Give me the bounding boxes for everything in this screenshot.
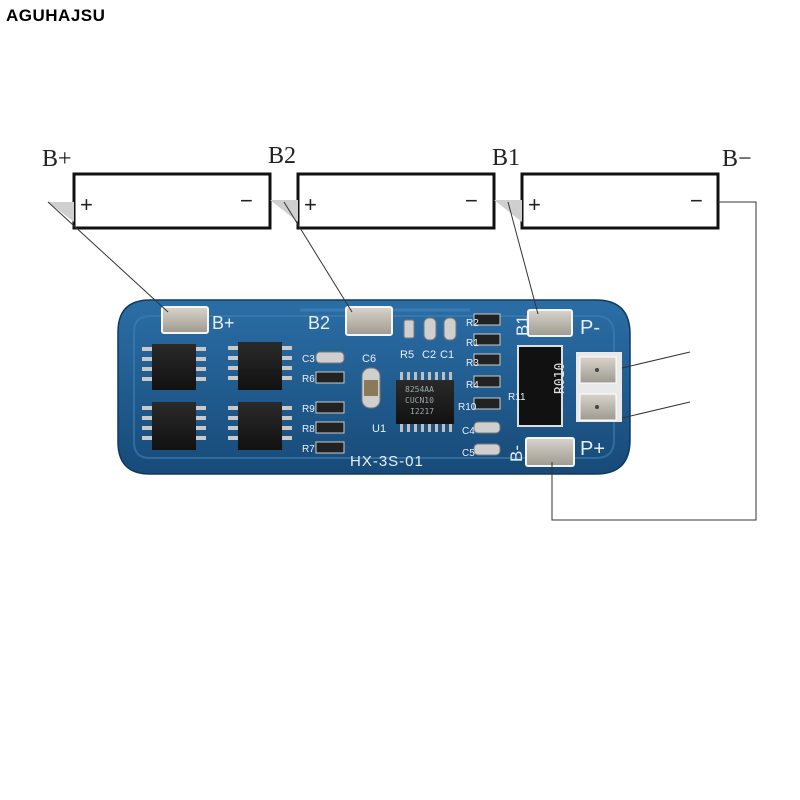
ic-marking: 8254AA: [405, 385, 434, 394]
terminal-label-b1: B1: [492, 145, 520, 171]
silk-r1: R1: [466, 338, 479, 349]
cell-connector-tab: [270, 200, 298, 222]
wires: [47, 201, 757, 521]
silk-c1: C1: [440, 349, 454, 361]
shunt-label: R010: [553, 363, 568, 394]
protection-ic: 8254AA CUCN10 I2217: [396, 372, 454, 432]
ic-marking: I2217: [410, 407, 434, 416]
silk-r7: R7: [302, 444, 315, 455]
silk-c6: C6: [362, 353, 376, 365]
cell-minus-sign: −: [240, 188, 253, 213]
cell-plus-sign: +: [304, 192, 317, 217]
ic-marking: CUCN10: [405, 396, 434, 405]
silk-b-minus: B-: [507, 445, 526, 462]
silk-r6: R6: [302, 374, 315, 385]
silk-p-minus: P-: [580, 317, 600, 339]
silk-r9: R9: [302, 404, 315, 415]
silk-b1: B1: [513, 315, 532, 336]
silk-p-plus: P+: [580, 438, 605, 460]
mosfet-chip: [142, 344, 206, 390]
battery-cell-1: + −: [72, 172, 272, 230]
capacitor-c1: [443, 317, 457, 341]
silk-r3: R3: [466, 358, 479, 369]
cell-connector-tab: [48, 202, 74, 222]
cell-connector-tab: [494, 200, 522, 222]
resistor-column-right: [473, 313, 501, 456]
terminal-label-b2: B2: [268, 143, 296, 169]
pad-b2: [345, 306, 393, 336]
silk-c4: C4: [462, 426, 475, 437]
pad-b-plus: [161, 306, 209, 334]
silk-r11: R11: [508, 392, 526, 403]
terminal-label-b-plus: B+: [42, 146, 72, 172]
silk-c5: C5: [462, 448, 475, 459]
silk-u1: U1: [372, 423, 386, 435]
silk-r2: R2: [466, 318, 479, 329]
mosfet-chip: [142, 402, 206, 450]
silk-b-plus: B+: [212, 313, 235, 333]
cell-minus-sign: −: [690, 188, 703, 213]
pad-b-minus: [525, 437, 575, 467]
brand-title: AGUHAJSU: [6, 6, 106, 25]
mosfet-chip: [228, 342, 292, 390]
capacitor-c2: [423, 317, 437, 341]
silk-r5: R5: [400, 349, 414, 361]
resistor-r5: [403, 319, 415, 339]
mosfet-chip: [228, 402, 292, 450]
shunt-resistor: R010: [517, 345, 568, 427]
silk-r4: R4: [466, 380, 479, 391]
cell-minus-sign: −: [465, 188, 478, 213]
pad-b1: [527, 309, 573, 337]
resistor-column-left: [315, 351, 345, 454]
battery-cell-3: + −: [520, 172, 720, 230]
silk-c3: C3: [302, 354, 315, 365]
silk-b2: B2: [308, 313, 330, 333]
cell-plus-sign: +: [528, 192, 541, 217]
battery-cell-2: + −: [296, 172, 496, 230]
bms-pcb-board: B+ B2 B1 P- P+ B- HX-3S-01: [117, 299, 631, 475]
silk-c2: C2: [422, 349, 436, 361]
terminal-label-b-minus: B−: [722, 146, 752, 172]
silk-r10: R10: [458, 402, 477, 413]
board-model-label: HX-3S-01: [350, 453, 424, 470]
silk-r8: R8: [302, 424, 315, 435]
cell-plus-sign: +: [80, 192, 93, 217]
